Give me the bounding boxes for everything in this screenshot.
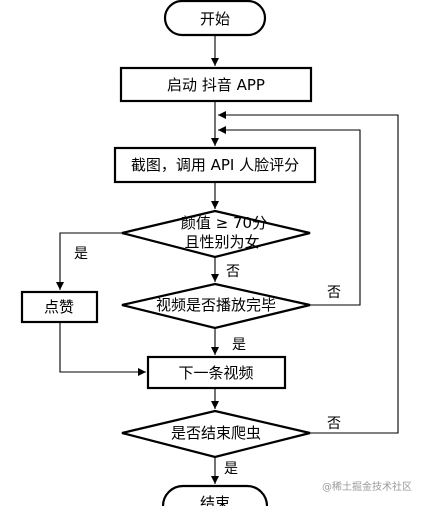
video-no-label: 否: [327, 285, 341, 301]
end-yes-label: 是: [224, 461, 238, 477]
watermark: @稀土掘金技术社区: [322, 480, 412, 493]
video-done-decision: 视频是否播放完毕: [121, 282, 311, 330]
next-video-node: 下一条视频: [146, 355, 287, 390]
end-crawl-decision: 是否结束爬虫: [121, 409, 311, 459]
check-no-label: 否: [226, 264, 240, 280]
end-no-label: 否: [327, 416, 341, 432]
edge-check-yes-like: [56, 232, 122, 290]
edge-endcrawl-no-loop: [218, 111, 399, 434]
screenshot-node: 截图，调用 API 人脸评分: [113, 146, 317, 184]
connectors: [56, 35, 399, 484]
check-yes-label: 是: [74, 246, 88, 262]
screenshot-label: 截图，调用 API 人脸评分: [131, 156, 299, 174]
start-label: 开始: [200, 10, 230, 28]
next-video-label: 下一条视频: [178, 364, 253, 382]
video-yes-label: 是: [232, 337, 246, 353]
launch-node: 启动 抖音 APP: [119, 66, 313, 103]
video-done-label: 视频是否播放完毕: [156, 296, 276, 314]
check-decision: 颜值 ≥ 70分 且性别为女: [121, 209, 311, 259]
end-crawl-label: 是否结束爬虫: [171, 424, 261, 442]
edge-like-next: [59, 322, 146, 376]
launch-label: 启动 抖音 APP: [167, 76, 265, 94]
end-node: 结束: [161, 484, 269, 506]
check-label-line1: 颜值 ≥ 70分: [181, 214, 267, 232]
like-label: 点赞: [44, 298, 74, 316]
edge-video-no-loop: [218, 126, 361, 306]
like-node: 点赞: [20, 290, 99, 324]
start-node: 开始: [163, 0, 267, 37]
check-label-line2: 且性别为女: [184, 233, 259, 251]
end-label: 结束: [200, 494, 230, 506]
